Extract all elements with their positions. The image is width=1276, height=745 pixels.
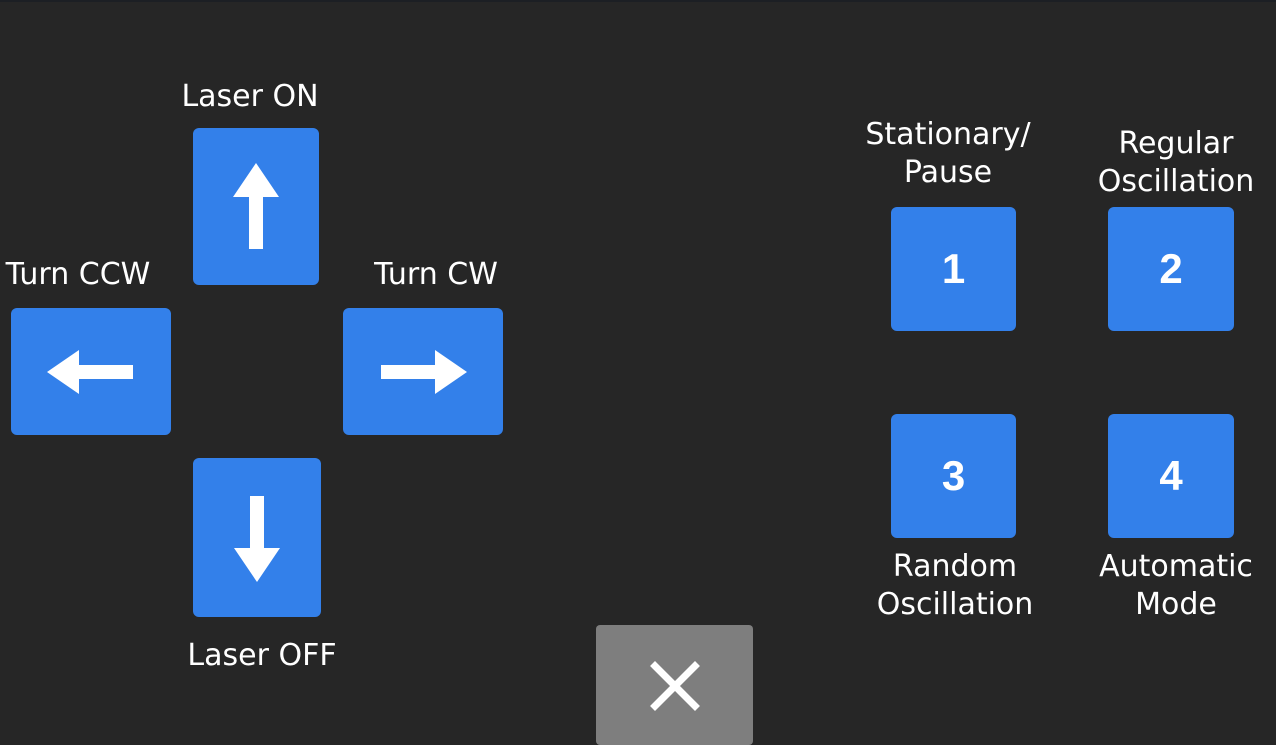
laser-on-label: Laser ON	[181, 79, 319, 114]
mode-4-button[interactable]: 4	[1108, 414, 1234, 538]
turn-cw-label: Turn CW	[374, 257, 498, 292]
mode-1-button[interactable]: 1	[891, 207, 1016, 331]
arrow-up-icon	[233, 162, 279, 249]
turn-ccw-label: Turn CCW	[5, 257, 151, 292]
laser-off-label: Laser OFF	[187, 638, 337, 673]
turn-ccw-button[interactable]	[11, 308, 171, 435]
close-icon	[649, 661, 700, 711]
mode-2-label-line2: Oscillation	[1097, 164, 1255, 199]
close-button[interactable]	[596, 625, 753, 745]
mode-4-label: Automatic Mode	[1076, 548, 1276, 624]
mode-3-label-line1: Random	[892, 549, 1018, 584]
mode-2-number: 2	[1159, 245, 1183, 292]
turn-cw-button[interactable]	[343, 308, 503, 435]
arrow-down-icon	[234, 495, 280, 582]
mode-3-label-line2: Oscillation	[876, 587, 1034, 622]
mode-2-button[interactable]: 2	[1108, 207, 1234, 331]
mode-4-number: 4	[1159, 452, 1183, 499]
arrow-right-icon	[381, 349, 467, 394]
arrow-left-icon	[47, 349, 133, 394]
mode-3-button[interactable]: 3	[891, 414, 1016, 538]
mode-3-label: Random Oscillation	[855, 548, 1055, 624]
mode-2-label: Regular Oscillation	[1076, 125, 1276, 201]
laser-on-button[interactable]	[193, 128, 319, 285]
mode-1-number: 1	[941, 245, 966, 292]
mode-1-label: Stationary/ Pause	[838, 116, 1058, 192]
mode-4-label-line1: Automatic	[1099, 549, 1253, 584]
mode-3-number: 3	[941, 452, 966, 499]
laser-off-button[interactable]	[193, 458, 321, 617]
mode-1-label-line2: Pause	[903, 155, 993, 190]
mode-4-label-line2: Mode	[1135, 587, 1217, 622]
mode-2-label-line1: Regular	[1118, 126, 1234, 161]
mode-1-label-line1: Stationary/	[865, 117, 1031, 152]
top-border	[0, 0, 1276, 2]
